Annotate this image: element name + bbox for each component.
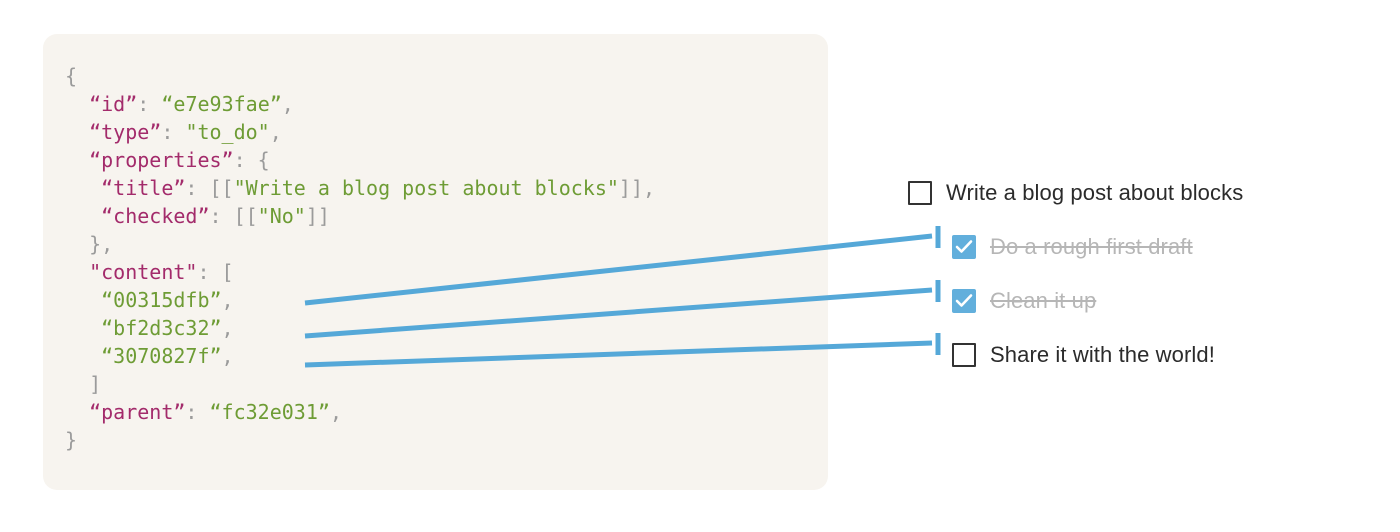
code-token-pun: , (221, 344, 234, 368)
code-token-pun: { (65, 64, 78, 88)
code-token-pun: : [[ (185, 176, 234, 200)
code-token-str: “e7e93fae” (161, 92, 282, 116)
code-token-key: “checked” (101, 204, 210, 228)
code-line: “00315dfb”, (65, 286, 655, 314)
code-token-pun: , (221, 288, 234, 312)
code-token-str: "Write a blog post about blocks" (233, 176, 619, 200)
code-token-pun: } (65, 428, 78, 452)
code-token-str: "to_do" (185, 120, 270, 144)
code-token-key: “properties” (89, 148, 234, 172)
code-token-key: “id” (89, 92, 138, 116)
code-token-pun: : [ (197, 260, 234, 284)
code-token-str: “fc32e031” (209, 400, 330, 424)
code-token-pun (65, 400, 89, 424)
checkbox-unchecked-icon[interactable] (952, 343, 976, 367)
code-token-key: “parent” (89, 400, 186, 424)
code-token-pun: , (269, 120, 282, 144)
todo-list: Write a blog post about blocks Do a rough… (908, 166, 1378, 382)
code-token-pun: }, (65, 232, 114, 256)
code-token-pun: , (221, 316, 234, 340)
code-token-pun: , (329, 400, 342, 424)
code-token-str: "No" (257, 204, 306, 228)
code-line: “checked”: [["No"]] (65, 202, 655, 230)
code-line: “3070827f”, (65, 342, 655, 370)
code-token-pun (65, 260, 89, 284)
code-token-key: “title” (101, 176, 186, 200)
code-line: } (65, 426, 655, 454)
code-line: “id”: “e7e93fae”, (65, 90, 655, 118)
checkbox-unchecked-icon[interactable] (908, 181, 932, 205)
code-token-key: "content" (89, 260, 198, 284)
code-line: “properties”: { (65, 146, 655, 174)
code-token-pun: : [[ (209, 204, 258, 228)
todo-item-label: Share it with the world! (990, 342, 1215, 367)
code-line: }, (65, 230, 655, 258)
code-token-pun: , (281, 92, 294, 116)
code-token-str: “bf2d3c32” (101, 316, 222, 340)
json-code-panel: { “id”: “e7e93fae”, “type”: "to_do", “pr… (43, 34, 828, 490)
checkbox-checked-icon[interactable] (952, 235, 976, 259)
json-code-block: { “id”: “e7e93fae”, “type”: "to_do", “pr… (65, 62, 655, 454)
code-token-pun (65, 176, 101, 200)
code-token-key: “type” (89, 120, 162, 144)
code-token-pun: : (185, 400, 210, 424)
code-token-pun (65, 344, 101, 368)
code-token-pun (65, 120, 89, 144)
todo-item[interactable]: Clean it up (908, 274, 1378, 328)
code-token-pun: ]], (618, 176, 656, 200)
todo-item-label: Do a rough first draft (990, 234, 1193, 259)
code-token-pun (65, 316, 101, 340)
code-token-pun (65, 92, 89, 116)
todo-item[interactable]: Share it with the world! (908, 328, 1378, 382)
code-token-pun (65, 148, 89, 172)
checkbox-checked-icon[interactable] (952, 289, 976, 313)
todo-item[interactable]: Write a blog post about blocks (908, 166, 1378, 220)
code-line: "content": [ (65, 258, 655, 286)
code-token-pun (65, 204, 101, 228)
code-line: ] (65, 370, 655, 398)
todo-item[interactable]: Do a rough first draft (908, 220, 1378, 274)
code-line: “parent”: “fc32e031”, (65, 398, 655, 426)
code-line: “type”: "to_do", (65, 118, 655, 146)
code-token-pun: : (137, 92, 162, 116)
code-line: “title”: [["Write a blog post about bloc… (65, 174, 655, 202)
code-token-pun (65, 288, 101, 312)
code-line: “bf2d3c32”, (65, 314, 655, 342)
todo-item-label: Write a blog post about blocks (946, 180, 1244, 205)
code-token-pun: : { (233, 148, 270, 172)
code-token-pun: ] (65, 372, 102, 396)
todo-item-label: Clean it up (990, 288, 1097, 313)
code-token-pun: : (161, 120, 186, 144)
code-token-str: “00315dfb” (101, 288, 222, 312)
code-line: { (65, 62, 655, 90)
code-token-str: “3070827f” (101, 344, 222, 368)
code-token-pun: ]] (305, 204, 330, 228)
